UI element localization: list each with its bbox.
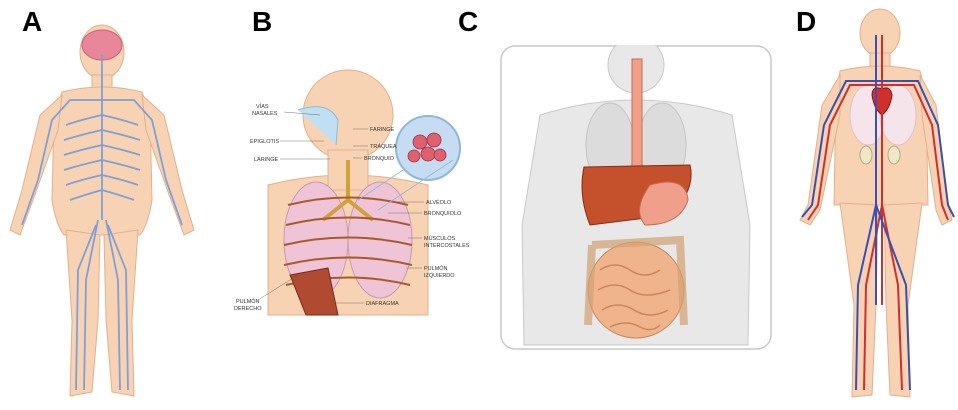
label-intercostales: INTERCOSTALES [424,243,470,249]
esophagus [632,59,642,169]
label-laringe: LARINGE [254,157,278,163]
digestive-system-figure [500,45,772,350]
label-izquierdo: IZQUIERDO [424,273,455,279]
circulatory-system-figure [790,5,958,405]
label-bronquio: BRONQUIO [364,156,395,162]
respiratory-system-figure: VÍAS NASALES EPIGLOTIS LARINGE FARINGE T… [228,60,500,332]
label-pulmon-der: PULMÓN [236,298,260,305]
label-musculos: MÚSCULOS [424,235,456,242]
label-traquea: TRÁQUEA [370,143,397,150]
label-nasales: NASALES [252,111,278,117]
label-faringe: FARINGE [370,127,394,133]
label-bronquiolo: BRONQUIOLO [424,211,462,217]
kidney-left [860,146,872,164]
label-pulmon-izq: PULMÓN [424,265,448,272]
kidney-right [888,146,900,164]
label-derecho: DERECHO [234,306,262,312]
panel-b-letter: B [252,6,272,38]
panel-c-letter: C [458,6,478,38]
nervous-system-figure [0,20,205,408]
label-epiglotis: EPIGLOTIS [250,139,279,145]
label-vias: VÍAS [256,103,269,110]
label-alveolo: ALVÉOLO [426,199,452,206]
label-diafragma: DIAFRAGMA [366,301,399,307]
